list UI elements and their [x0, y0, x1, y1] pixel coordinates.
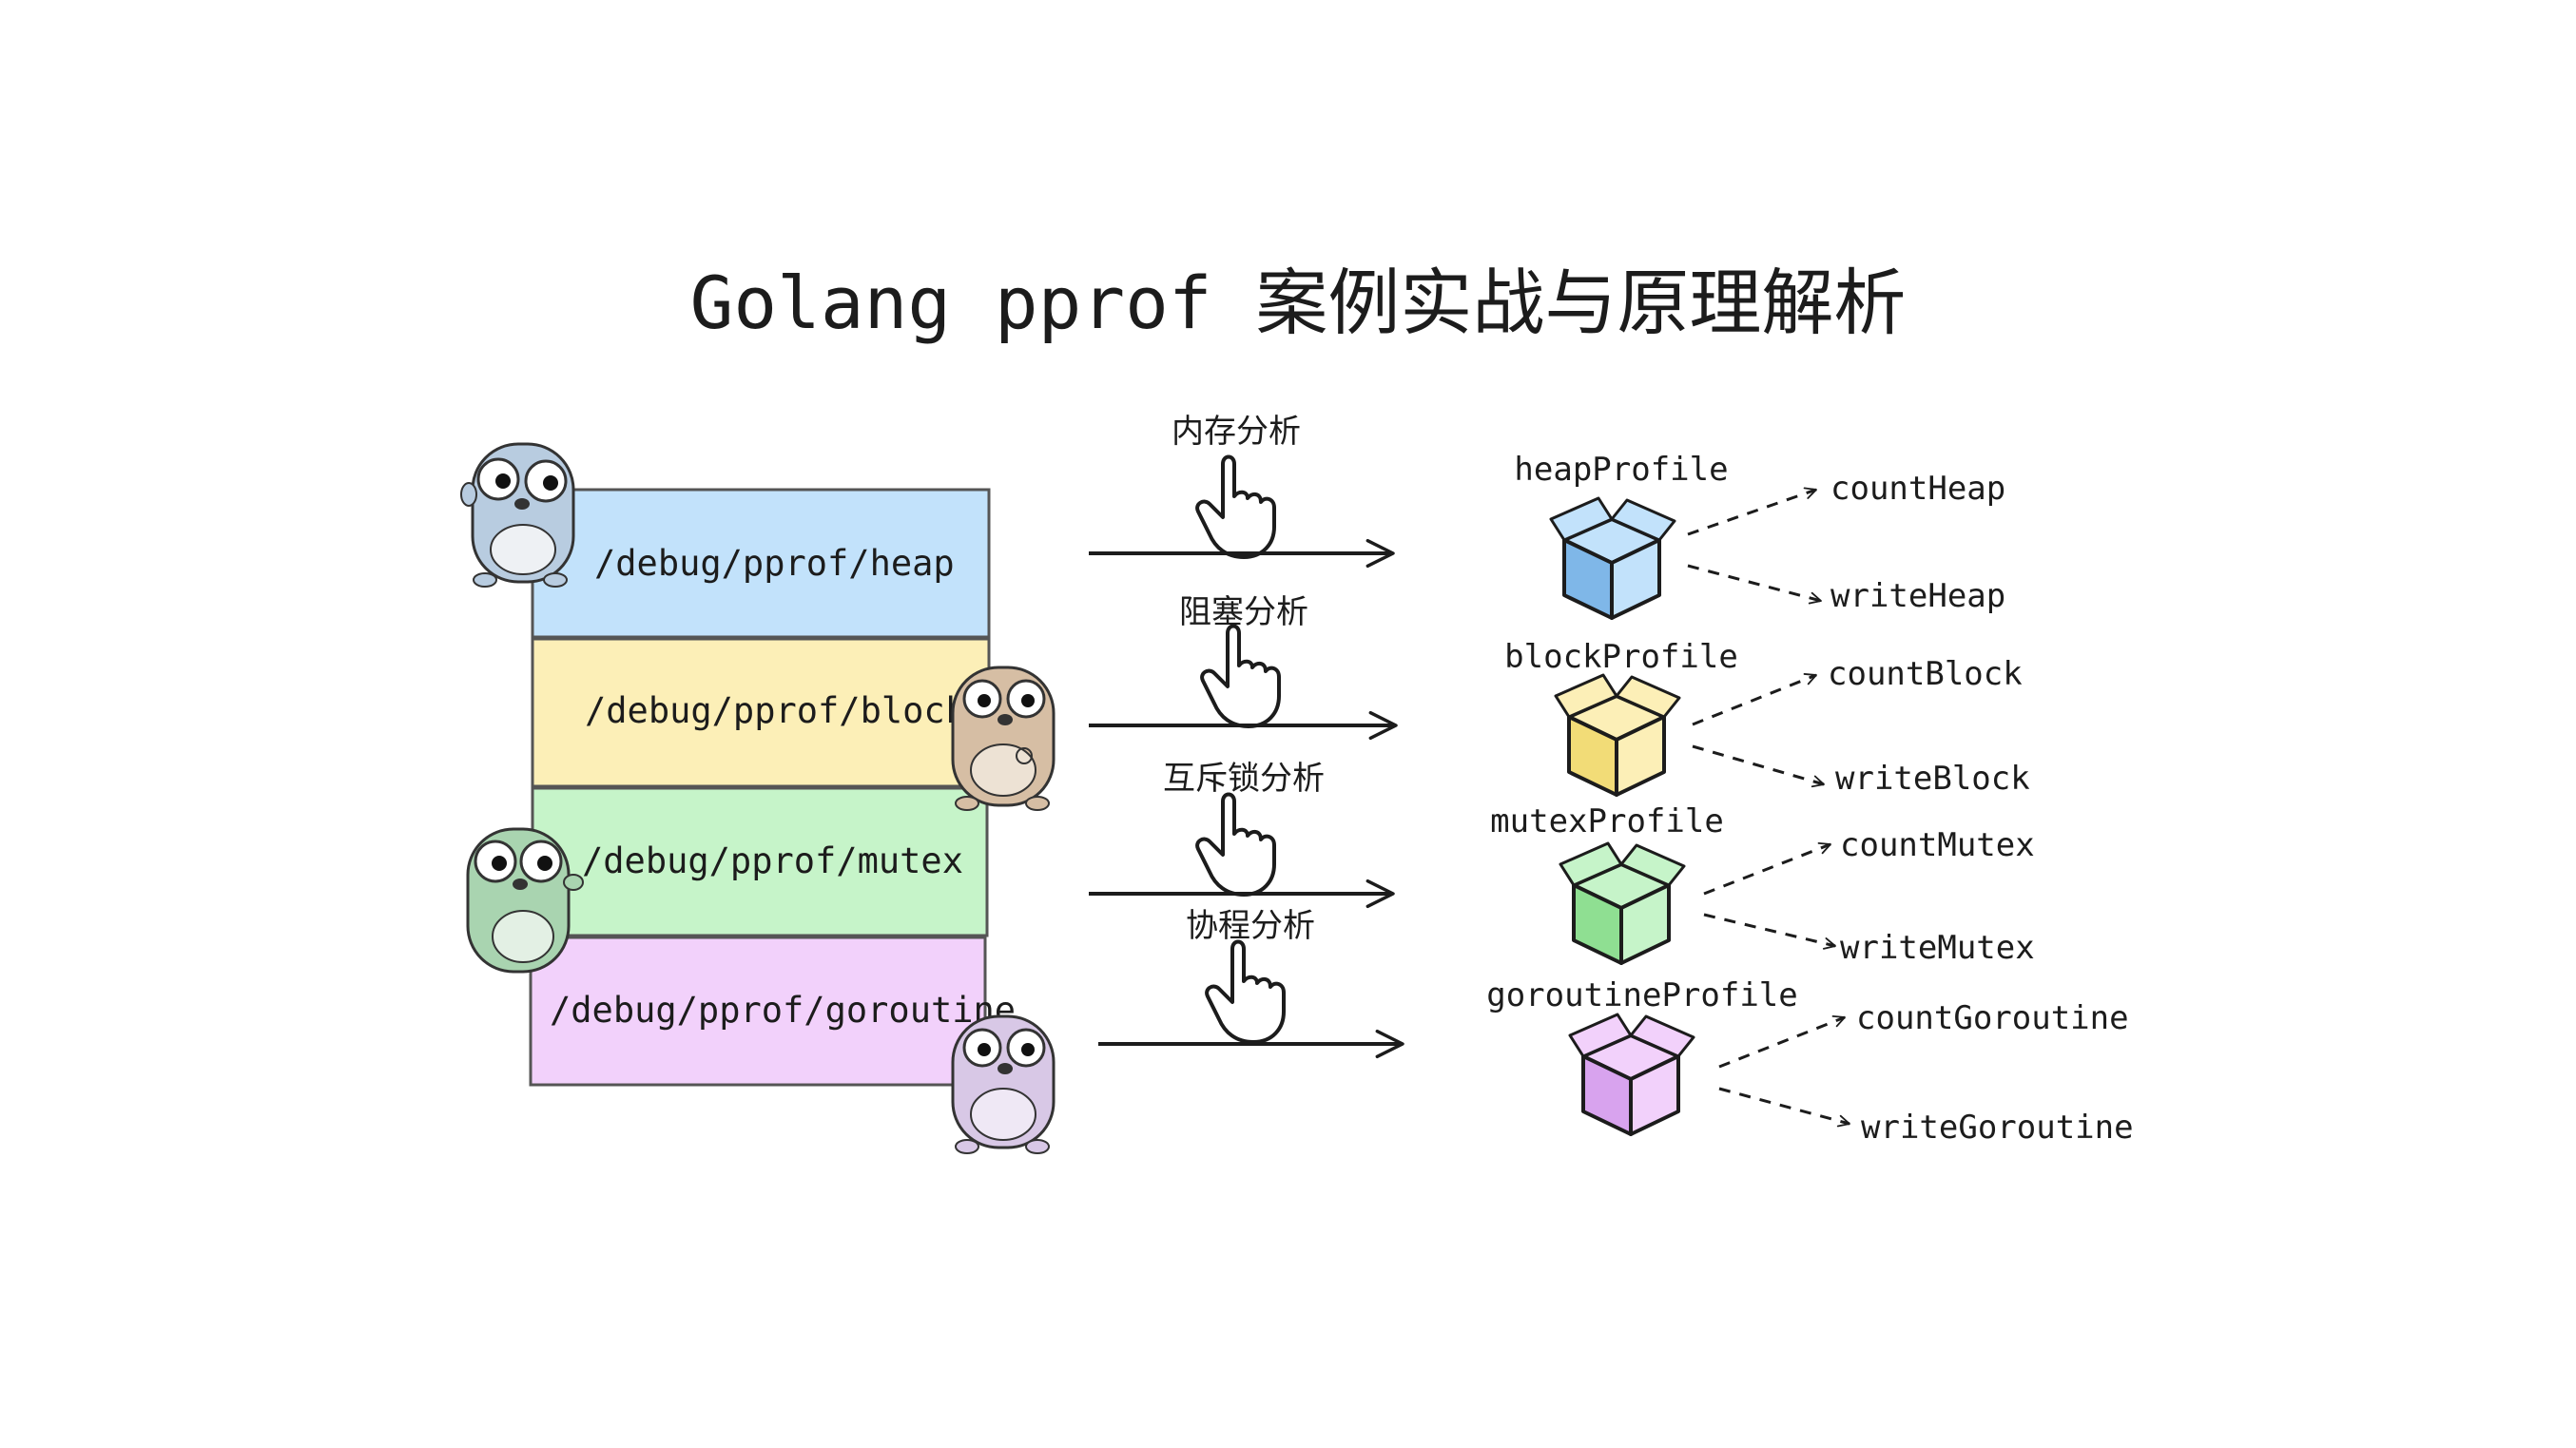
endpoint-row-mutex: /debug/pprof/mutex — [531, 786, 989, 937]
package-box-icon — [1549, 496, 1676, 620]
endpoint-label-block: /debug/pprof/block — [585, 690, 966, 731]
dashed-arrow-write-heap — [1687, 564, 1822, 605]
dashed-arrow-write-block — [1692, 744, 1825, 788]
analysis-label-goroutine: 协程分析 — [1186, 907, 1315, 945]
gopher-block-icon — [951, 666, 1056, 811]
gopher-goroutine-icon — [951, 1014, 1056, 1154]
dashed-arrow-write-goroutine — [1718, 1087, 1850, 1128]
profile-name-heap: heapProfile — [1514, 451, 1728, 489]
analysis-label-mutex: 互斥锁分析 — [1163, 760, 1325, 798]
analysis-step-block: 阻塞分析 — [1089, 593, 1398, 741]
endpoint-label-mutex: /debug/pprof/mutex — [582, 840, 963, 881]
dashed-arrow-count-mutex — [1703, 841, 1831, 896]
dashed-arrow-count-block — [1692, 673, 1817, 726]
pointer-hand-icon — [1200, 624, 1281, 728]
function-write-mutex: writeMutex — [1840, 929, 2035, 967]
function-count-heap: countHeap — [1830, 470, 2005, 508]
profile-name-mutex: mutexProfile — [1490, 802, 1724, 840]
pointer-hand-icon — [1195, 454, 1276, 559]
function-write-block: writeBlock — [1835, 760, 2030, 798]
function-count-mutex: countMutex — [1840, 826, 2035, 864]
profile-heap: heapProfile countHeap writeHeap — [1514, 451, 2005, 620]
analysis-label-heap: 内存分析 — [1172, 413, 1301, 451]
pointer-hand-icon — [1205, 939, 1286, 1044]
package-box-icon — [1559, 841, 1686, 965]
profile-block: blockProfile countBlock writeBlock — [1504, 638, 2030, 798]
profile-mutex: mutexProfile countMutex writeMutex — [1490, 802, 2035, 967]
endpoint-box-goroutine — [529, 936, 987, 1087]
dashed-arrow-count-heap — [1687, 487, 1817, 536]
gopher-mutex-icon — [466, 827, 584, 974]
endpoint-box-mutex — [531, 786, 989, 937]
endpoint-row-heap: /debug/pprof/heap — [531, 488, 991, 639]
endpoint-box-block — [531, 637, 991, 788]
pointer-hand-icon — [1195, 792, 1276, 897]
endpoint-label-goroutine: /debug/pprof/goroutine — [550, 990, 1016, 1031]
analysis-step-mutex: 互斥锁分析 — [1089, 760, 1395, 909]
function-count-goroutine: countGoroutine — [1856, 999, 2129, 1037]
profile-name-goroutine: goroutineProfile — [1486, 976, 1798, 1014]
analysis-label-block: 阻塞分析 — [1179, 593, 1308, 631]
endpoint-stack: /debug/pprof/heap /debug/pprof/block /de… — [529, 488, 1016, 1087]
endpoint-row-block: /debug/pprof/block — [531, 637, 991, 788]
dashed-arrow-count-goroutine — [1718, 1014, 1846, 1069]
profile-name-block: blockProfile — [1504, 638, 1738, 676]
diagram-title: Golang pprof 案例实战与原理解析 — [690, 261, 1907, 345]
endpoint-row-goroutine: /debug/pprof/goroutine — [529, 936, 1016, 1087]
analysis-step-goroutine: 协程分析 — [1098, 907, 1404, 1059]
function-write-goroutine: writeGoroutine — [1861, 1109, 2134, 1147]
dashed-arrow-write-mutex — [1703, 913, 1836, 950]
analysis-step-heap: 内存分析 — [1089, 413, 1395, 569]
gopher-heap-icon — [460, 442, 575, 588]
package-box-icon — [1554, 673, 1681, 797]
endpoint-box-heap — [531, 488, 991, 639]
endpoint-label-heap: /debug/pprof/heap — [594, 543, 955, 584]
package-box-icon — [1568, 1013, 1695, 1136]
function-write-heap: writeHeap — [1830, 577, 2005, 615]
profile-goroutine: goroutineProfile countGoroutine writeGor… — [1486, 976, 2133, 1147]
function-count-block: countBlock — [1828, 655, 2023, 693]
